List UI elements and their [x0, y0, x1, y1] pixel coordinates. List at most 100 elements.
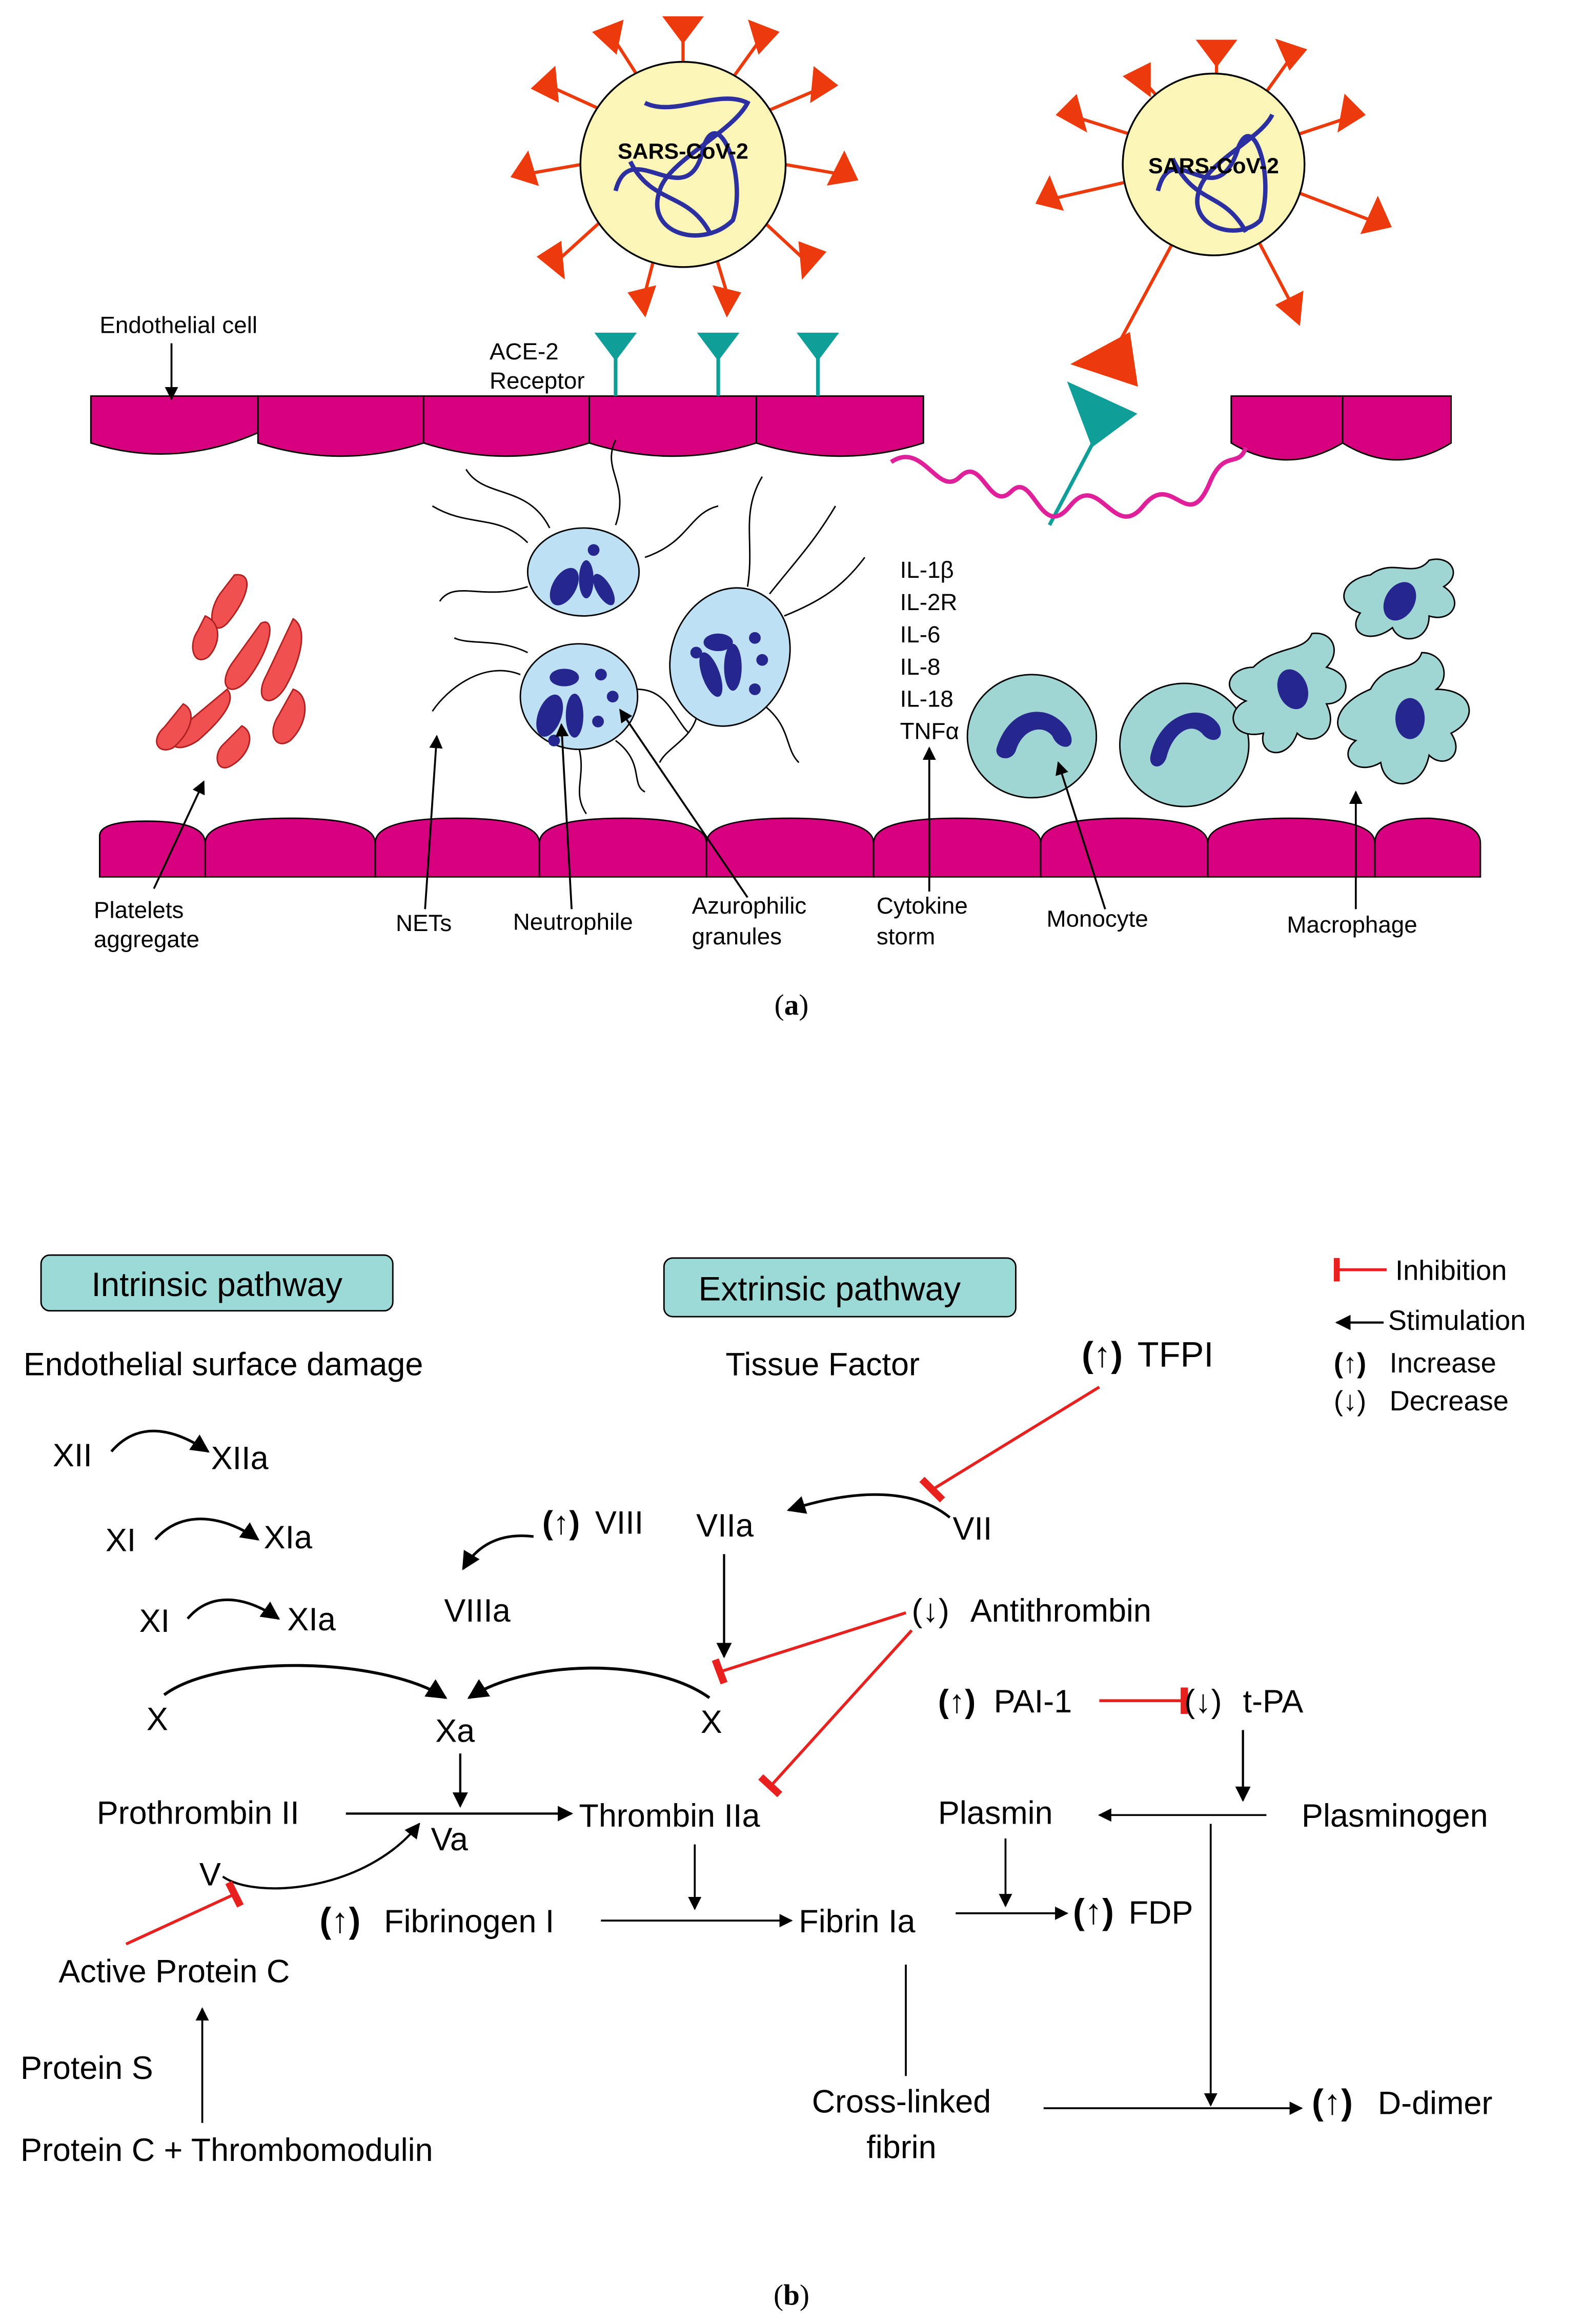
label-monocyte: Monocyte: [1047, 906, 1148, 932]
fibrinogen-up: (↑): [319, 1901, 360, 1940]
macrophage-2: [1228, 632, 1347, 754]
tfpi-up: (↑): [1082, 1335, 1123, 1374]
virus-label-2: SARS-CoV-2: [1148, 154, 1279, 178]
plasmin: Plasmin: [938, 1795, 1053, 1831]
plasminogen: Plasminogen: [1302, 1798, 1488, 1834]
label-neutrophile: Neutrophile: [513, 908, 633, 935]
panel-a: SARS-CoV-2 SARS-CoV-2: [90, 16, 1481, 1021]
arrow-x-right-xa: [467, 1666, 711, 1699]
factor-viia: VIIa: [696, 1508, 754, 1544]
cytokine-il6: IL-6: [900, 621, 941, 648]
antithrombin-inhibit-x: [720, 1611, 906, 1673]
prothrombin: Prothrombin II: [97, 1795, 299, 1831]
cytokine-il1b: IL-1β: [900, 557, 954, 583]
label-cytokine-storm-2: storm: [877, 923, 935, 949]
antithrombin-down: (↓): [911, 1593, 949, 1629]
antithrombin-inhibit-thrombin-bar: [758, 1774, 782, 1797]
factor-xi-2: XI: [139, 1603, 170, 1639]
fibrin: Fibrin Ia: [799, 1904, 915, 1939]
tfpi-inhibition-bar: [919, 1477, 945, 1503]
legend-decrease-icon: (↓): [1334, 1385, 1366, 1417]
factor-xi-1: XI: [106, 1523, 136, 1559]
extrinsic-box: [663, 1257, 1017, 1318]
label-azurophilic-1: Azurophilic: [692, 893, 807, 919]
legend-stimulation: Stimulation: [1388, 1305, 1526, 1336]
protein-c-thrombomodulin: Protein C + Thrombomodulin: [21, 2132, 433, 2168]
label-cytokine-storm-1: Cytokine: [877, 893, 968, 919]
virus-body-2: [1122, 72, 1306, 256]
antithrombin-inhibit-thrombin: [769, 1629, 913, 1787]
endothelial-bottom-layer: [99, 817, 1481, 878]
endothelial-top-layer: [90, 395, 1452, 461]
factor-x-left: X: [147, 1701, 168, 1737]
virus-rna-1: [613, 96, 750, 238]
intrinsic-box: [40, 1254, 394, 1312]
arrow-viii: [462, 1534, 534, 1571]
factor-xia-2: XIa: [287, 1602, 335, 1638]
cytokine-il8: IL-8: [900, 654, 941, 680]
factor-x-right: X: [701, 1704, 722, 1740]
intrinsic-title: Intrinsic pathway: [91, 1265, 342, 1303]
label-platelets-2: aggregate: [94, 926, 199, 953]
neutrophil-3: [659, 476, 866, 763]
ace2-receptors: [594, 332, 839, 396]
label-platelets-1: Platelets: [94, 897, 184, 923]
apc-inhibition: [125, 1893, 235, 1946]
arrow-xii: [110, 1429, 210, 1453]
panel-b: Intrinsic pathway Extrinsic pathway Endo…: [21, 1254, 1526, 2311]
virus-body-1: [579, 60, 787, 268]
tfpi-inhibition: [931, 1385, 1100, 1491]
legend-inhibition-icon: [1333, 1258, 1387, 1282]
factor-xa: Xa: [435, 1713, 475, 1749]
arrow-vii-viia: [786, 1493, 951, 1519]
arrow-v-va: [222, 1823, 420, 1890]
factor-xiia: XIIa: [211, 1441, 269, 1477]
tissue-factor: Tissue Factor: [725, 1347, 920, 1383]
virus-label-1: SARS-CoV-2: [618, 139, 748, 164]
apc-inhibition-bar: [225, 1881, 244, 1908]
antithrombin-inhibit-x-bar: [712, 1658, 728, 1685]
cytokine-tnfa: TNFα: [900, 718, 959, 744]
protein-s: Protein S: [21, 2050, 153, 2086]
label-azurophilic-2: granules: [692, 923, 782, 949]
ace2-receptor-bound: [1048, 381, 1138, 526]
factor-xii: XII: [53, 1438, 92, 1473]
factor-vii: VII: [953, 1511, 992, 1547]
extrinsic-title: Extrinsic pathway: [699, 1270, 961, 1308]
active-protein-c: Active Protein C: [58, 1953, 290, 1989]
label-nets: NETs: [396, 910, 452, 936]
monocyte-2: [1119, 682, 1250, 807]
cytokine-il2r: IL-2R: [900, 589, 958, 615]
virus-rna-2: [1155, 113, 1274, 233]
pai1-up: (↑): [938, 1684, 976, 1720]
detached-membrane: [890, 447, 1248, 519]
factor-va: Va: [431, 1822, 468, 1857]
ddimer-up: (↑): [1312, 2083, 1353, 2122]
tpa-down: (↓): [1184, 1684, 1222, 1720]
tpa: t-PA: [1243, 1684, 1304, 1720]
cytokine-list: IL-1β IL-2R IL-6 IL-8 IL-18 TNFα: [900, 557, 959, 744]
caption-a: (a): [775, 989, 809, 1021]
cytokine-il18: IL-18: [900, 686, 953, 712]
tfpi: TFPI: [1138, 1335, 1214, 1374]
thrombin: Thrombin IIa: [579, 1798, 760, 1834]
factor-xia-1: XIa: [264, 1520, 312, 1555]
ace2-label-2: Receptor: [490, 368, 585, 394]
factor-v: V: [199, 1857, 221, 1893]
fdp-up: (↑): [1073, 1892, 1114, 1931]
ddimer: D-dimer: [1378, 2086, 1493, 2121]
ace2-label-1: ACE-2: [490, 338, 559, 365]
legend-decrease: Decrease: [1390, 1385, 1509, 1417]
fibrinogen: Fibrinogen I: [384, 1904, 554, 1939]
arrow-xi-1: [154, 1518, 260, 1541]
endothelial-damage: Endothelial surface damage: [24, 1347, 423, 1383]
monocyte-1: [966, 674, 1098, 799]
legend-inhibition: Inhibition: [1395, 1255, 1507, 1286]
viii-up: (↑): [542, 1505, 580, 1541]
antithrombin: Antithrombin: [970, 1593, 1151, 1629]
macrophage-3: [1337, 652, 1470, 785]
legend: Inhibition Stimulation (↑) Increase (↓) …: [1333, 1255, 1526, 1417]
macrophage-1: [1343, 558, 1455, 640]
pointer-arrows-a: [153, 709, 1363, 910]
